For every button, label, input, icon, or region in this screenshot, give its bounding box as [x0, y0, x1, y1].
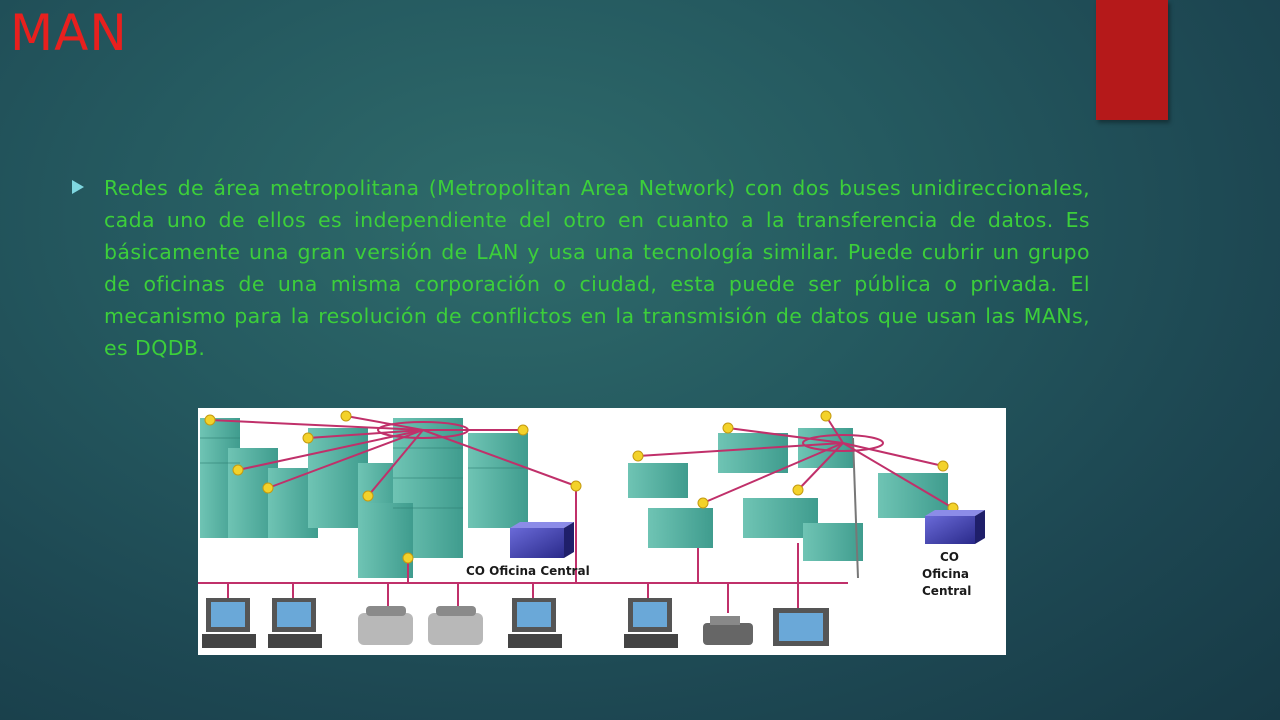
network-illustration: CO Oficina Central CO Oficina Central [198, 410, 985, 648]
right-buildings [628, 428, 948, 579]
phone-icon [358, 606, 413, 645]
fax-icon [703, 616, 753, 645]
accent-tab [1096, 0, 1168, 120]
computer-icon [508, 598, 562, 648]
computer-icon [624, 598, 678, 648]
central-office-label-left: CO Oficina Central [466, 564, 590, 578]
monitor-icon [773, 608, 829, 646]
computer-icon [268, 598, 322, 648]
bullet-item: Redes de área metropolitana (Metropolita… [72, 172, 1090, 364]
central-office-cube-left [510, 522, 574, 558]
central-office-label-right-1: CO [940, 550, 959, 564]
bullet-text: Redes de área metropolitana (Metropolita… [104, 176, 1090, 360]
central-office-label-right-2: Oficina [922, 567, 969, 581]
phone-icon [428, 606, 483, 645]
central-office-cube-right [925, 510, 985, 544]
slide-title: MAN [10, 4, 128, 62]
man-network-diagram: CO Oficina Central CO Oficina Central [198, 408, 1006, 655]
network-links [198, 415, 954, 613]
central-office-label-right-3: Central [922, 584, 971, 598]
network-nodes [204, 410, 959, 564]
computer-icon [202, 598, 256, 648]
workstations [202, 598, 829, 648]
bullet-arrow-icon [72, 180, 84, 194]
